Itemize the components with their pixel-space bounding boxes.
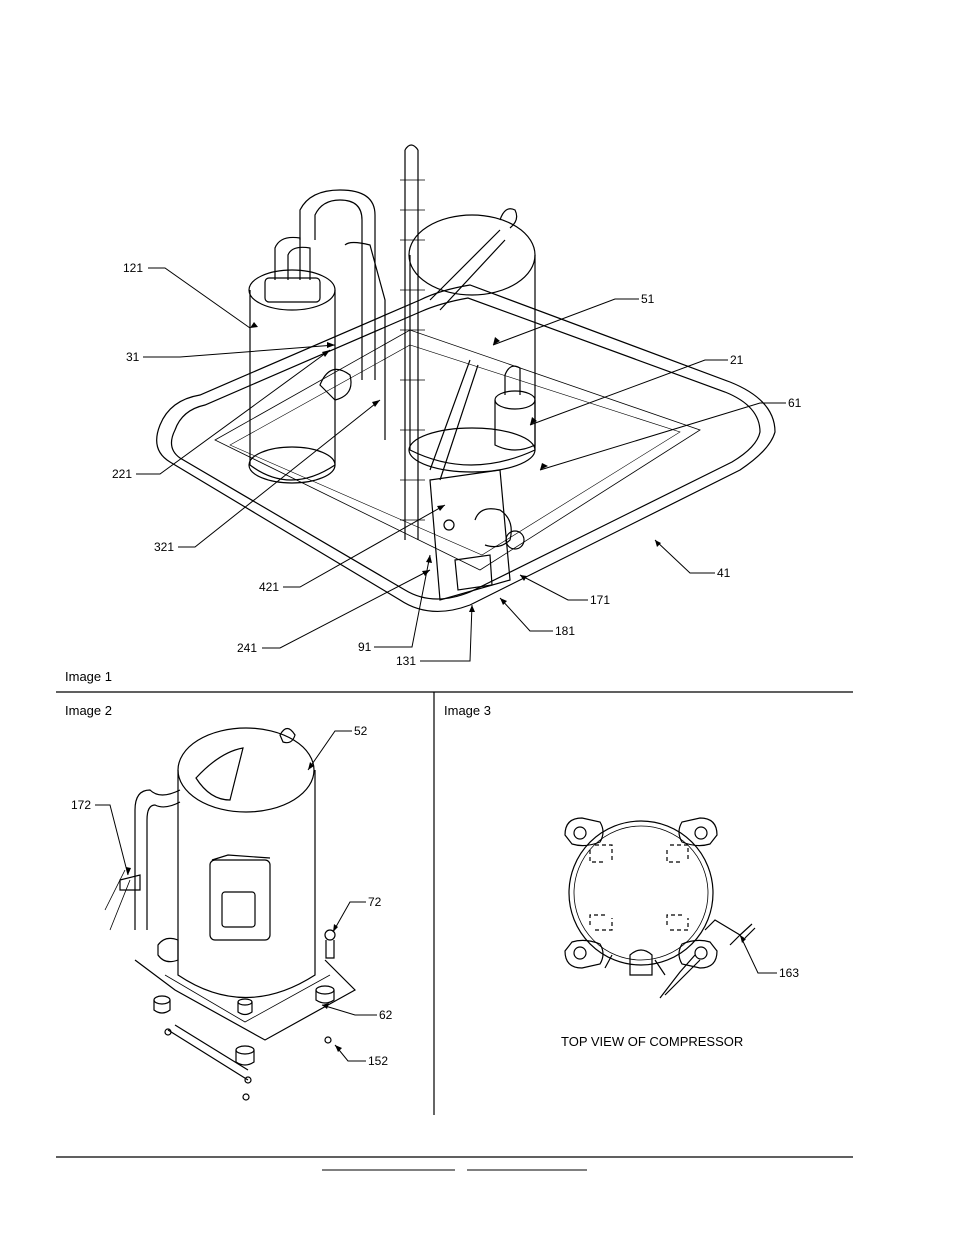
leader-lines — [95, 267, 786, 1062]
callout-31: 31 — [126, 350, 140, 364]
callout-91: 91 — [358, 640, 372, 654]
callout-51: 51 — [641, 292, 655, 306]
callout-131: 131 — [396, 654, 417, 668]
callout-172: 172 — [71, 798, 92, 812]
right-compressor — [408, 208, 536, 473]
callout-72: 72 — [368, 895, 382, 909]
callout-181: 181 — [555, 624, 576, 638]
callout-221: 221 — [112, 467, 133, 481]
callout-52: 52 — [354, 724, 368, 738]
callout-121: 121 — [123, 261, 144, 275]
top-view-label: TOP VIEW OF COMPRESSOR — [561, 1034, 744, 1049]
image3-caption: Image 3 — [444, 703, 491, 718]
compressor-top-view — [564, 817, 756, 999]
callout-163: 163 — [779, 966, 800, 980]
refrigerant-tubing — [299, 144, 506, 540]
callout-152: 152 — [368, 1054, 389, 1068]
single-compressor — [104, 727, 356, 1041]
callout-421: 421 — [259, 580, 280, 594]
filter-drier — [494, 365, 536, 451]
callout-62: 62 — [379, 1008, 393, 1022]
callout-171: 171 — [590, 593, 611, 607]
mounting-grommets — [153, 929, 336, 1101]
service-valve-bracket — [429, 469, 525, 601]
callout-41: 41 — [717, 566, 731, 580]
image1-caption: Image 1 — [65, 669, 112, 684]
callout-61: 61 — [788, 396, 802, 410]
callout-21: 21 — [730, 353, 744, 367]
callout-321: 321 — [154, 540, 175, 554]
base-pan — [156, 284, 776, 613]
arrowheads — [126, 322, 746, 1052]
callout-241: 241 — [237, 641, 258, 655]
image2-caption: Image 2 — [65, 703, 112, 718]
